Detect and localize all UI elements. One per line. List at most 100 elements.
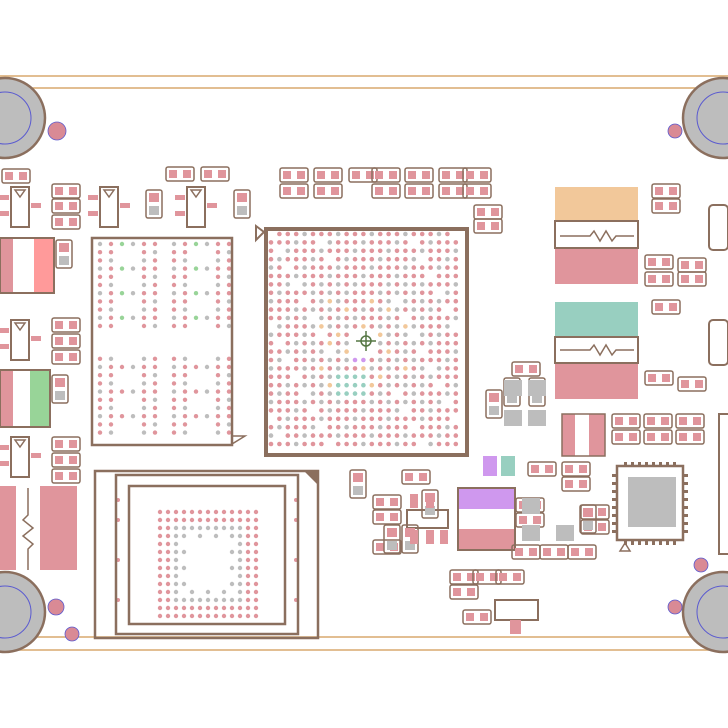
connector-pad[interactable] bbox=[0, 370, 13, 427]
passive-component[interactable] bbox=[651, 198, 681, 214]
passive-component[interactable] bbox=[51, 436, 81, 452]
transistor-outline[interactable] bbox=[10, 319, 30, 361]
transistor-outline[interactable] bbox=[186, 186, 206, 228]
resistor-pad[interactable] bbox=[40, 486, 77, 570]
passive-component[interactable] bbox=[485, 389, 503, 419]
passive-component[interactable] bbox=[349, 469, 367, 499]
transistor-outline[interactable] bbox=[10, 436, 30, 478]
passive-component[interactable] bbox=[462, 609, 492, 625]
passive-component[interactable] bbox=[51, 349, 81, 365]
passive-component[interactable] bbox=[313, 167, 343, 183]
passive-component[interactable] bbox=[51, 374, 69, 404]
passive-component[interactable] bbox=[1, 168, 31, 184]
passive-component[interactable] bbox=[279, 183, 309, 199]
component-outline[interactable] bbox=[708, 319, 728, 366]
passive-component[interactable] bbox=[675, 429, 705, 445]
passive-component[interactable] bbox=[462, 183, 492, 199]
passive-component[interactable] bbox=[233, 189, 251, 219]
resistor-pad[interactable] bbox=[0, 486, 16, 570]
passive-component[interactable] bbox=[561, 476, 591, 492]
memory-ball bbox=[97, 282, 103, 288]
emmc-outline-outer[interactable] bbox=[93, 469, 320, 640]
passive-component[interactable] bbox=[651, 183, 681, 199]
passive-component[interactable] bbox=[372, 509, 402, 525]
passive-component[interactable] bbox=[643, 413, 673, 429]
passive-component[interactable] bbox=[55, 239, 73, 269]
passive-component[interactable] bbox=[675, 413, 705, 429]
passive-component[interactable] bbox=[372, 539, 402, 555]
bga-ball bbox=[386, 315, 391, 321]
passive-component[interactable] bbox=[580, 519, 610, 535]
mounting-hole[interactable] bbox=[0, 570, 47, 654]
passive-component[interactable] bbox=[371, 183, 401, 199]
inductor-pad[interactable] bbox=[555, 248, 638, 284]
passive-component[interactable] bbox=[145, 189, 163, 219]
passive-component[interactable] bbox=[473, 218, 503, 234]
passive-component[interactable] bbox=[51, 214, 81, 230]
transistor-outline[interactable] bbox=[10, 186, 30, 228]
connector-pad-green[interactable] bbox=[30, 370, 50, 427]
passive-component[interactable] bbox=[644, 271, 674, 287]
passive-component[interactable] bbox=[561, 461, 591, 477]
connector-pad[interactable] bbox=[0, 238, 13, 293]
resistor-pad[interactable] bbox=[589, 414, 605, 456]
passive-component[interactable] bbox=[372, 494, 402, 510]
passive-component[interactable] bbox=[313, 183, 343, 199]
mounting-hole[interactable] bbox=[681, 570, 728, 654]
bga-ball bbox=[361, 298, 366, 304]
passive-component[interactable] bbox=[401, 469, 431, 485]
passive-component[interactable] bbox=[567, 544, 597, 560]
emmc-ball bbox=[221, 589, 227, 595]
component-outline[interactable] bbox=[718, 413, 728, 555]
passive-component[interactable] bbox=[527, 461, 557, 477]
passive-component[interactable] bbox=[404, 167, 434, 183]
passive-component[interactable] bbox=[579, 504, 597, 534]
passive-component[interactable] bbox=[383, 524, 401, 554]
diode-pad[interactable] bbox=[458, 529, 515, 550]
passive-component[interactable] bbox=[51, 468, 81, 484]
passive-component[interactable] bbox=[644, 254, 674, 270]
passive-component[interactable] bbox=[677, 376, 707, 392]
resistor-pad[interactable] bbox=[562, 414, 575, 456]
passive-component[interactable] bbox=[462, 167, 492, 183]
passive-component[interactable] bbox=[611, 413, 641, 429]
passive-component[interactable] bbox=[279, 167, 309, 183]
passive-component[interactable] bbox=[51, 317, 81, 333]
passive-component[interactable] bbox=[51, 183, 81, 199]
passive-component[interactable] bbox=[51, 452, 81, 468]
passive-component[interactable] bbox=[371, 167, 401, 183]
inductor-pad-teal[interactable] bbox=[555, 302, 638, 337]
inductor-pad[interactable] bbox=[555, 363, 638, 399]
passive-component[interactable] bbox=[644, 370, 674, 386]
ic-outline[interactable] bbox=[494, 599, 539, 621]
passive-component[interactable] bbox=[643, 429, 673, 445]
passive-component[interactable] bbox=[421, 489, 439, 519]
passive-component[interactable] bbox=[495, 569, 525, 585]
passive-component[interactable] bbox=[51, 333, 81, 349]
passive-component[interactable] bbox=[611, 429, 641, 445]
bga-processor-outline[interactable] bbox=[264, 227, 469, 457]
transistor-outline[interactable] bbox=[99, 186, 119, 228]
memory-chip-outline[interactable] bbox=[90, 236, 234, 447]
passive-component[interactable] bbox=[651, 299, 681, 315]
mounting-hole[interactable] bbox=[0, 76, 47, 160]
inductor-pad-orange[interactable] bbox=[555, 187, 638, 221]
mounting-hole[interactable] bbox=[681, 76, 728, 160]
passive-component[interactable] bbox=[677, 271, 707, 287]
passive-component[interactable] bbox=[511, 361, 541, 377]
connector-pad-red[interactable] bbox=[34, 238, 54, 293]
small-pad-teal[interactable] bbox=[501, 456, 515, 476]
small-pad-purple[interactable] bbox=[483, 456, 497, 476]
diode-pad-purple[interactable] bbox=[458, 489, 515, 509]
passive-component[interactable] bbox=[165, 166, 195, 182]
mounting-hole-ring bbox=[696, 91, 728, 145]
memory-ball bbox=[141, 307, 147, 312]
pad[interactable] bbox=[510, 620, 521, 634]
component-outline[interactable] bbox=[708, 204, 728, 251]
passive-component[interactable] bbox=[51, 198, 81, 214]
qfn-chip-outline[interactable] bbox=[615, 464, 685, 542]
passive-component[interactable] bbox=[404, 183, 434, 199]
passive-component[interactable] bbox=[449, 584, 479, 600]
passive-component[interactable] bbox=[200, 166, 230, 182]
